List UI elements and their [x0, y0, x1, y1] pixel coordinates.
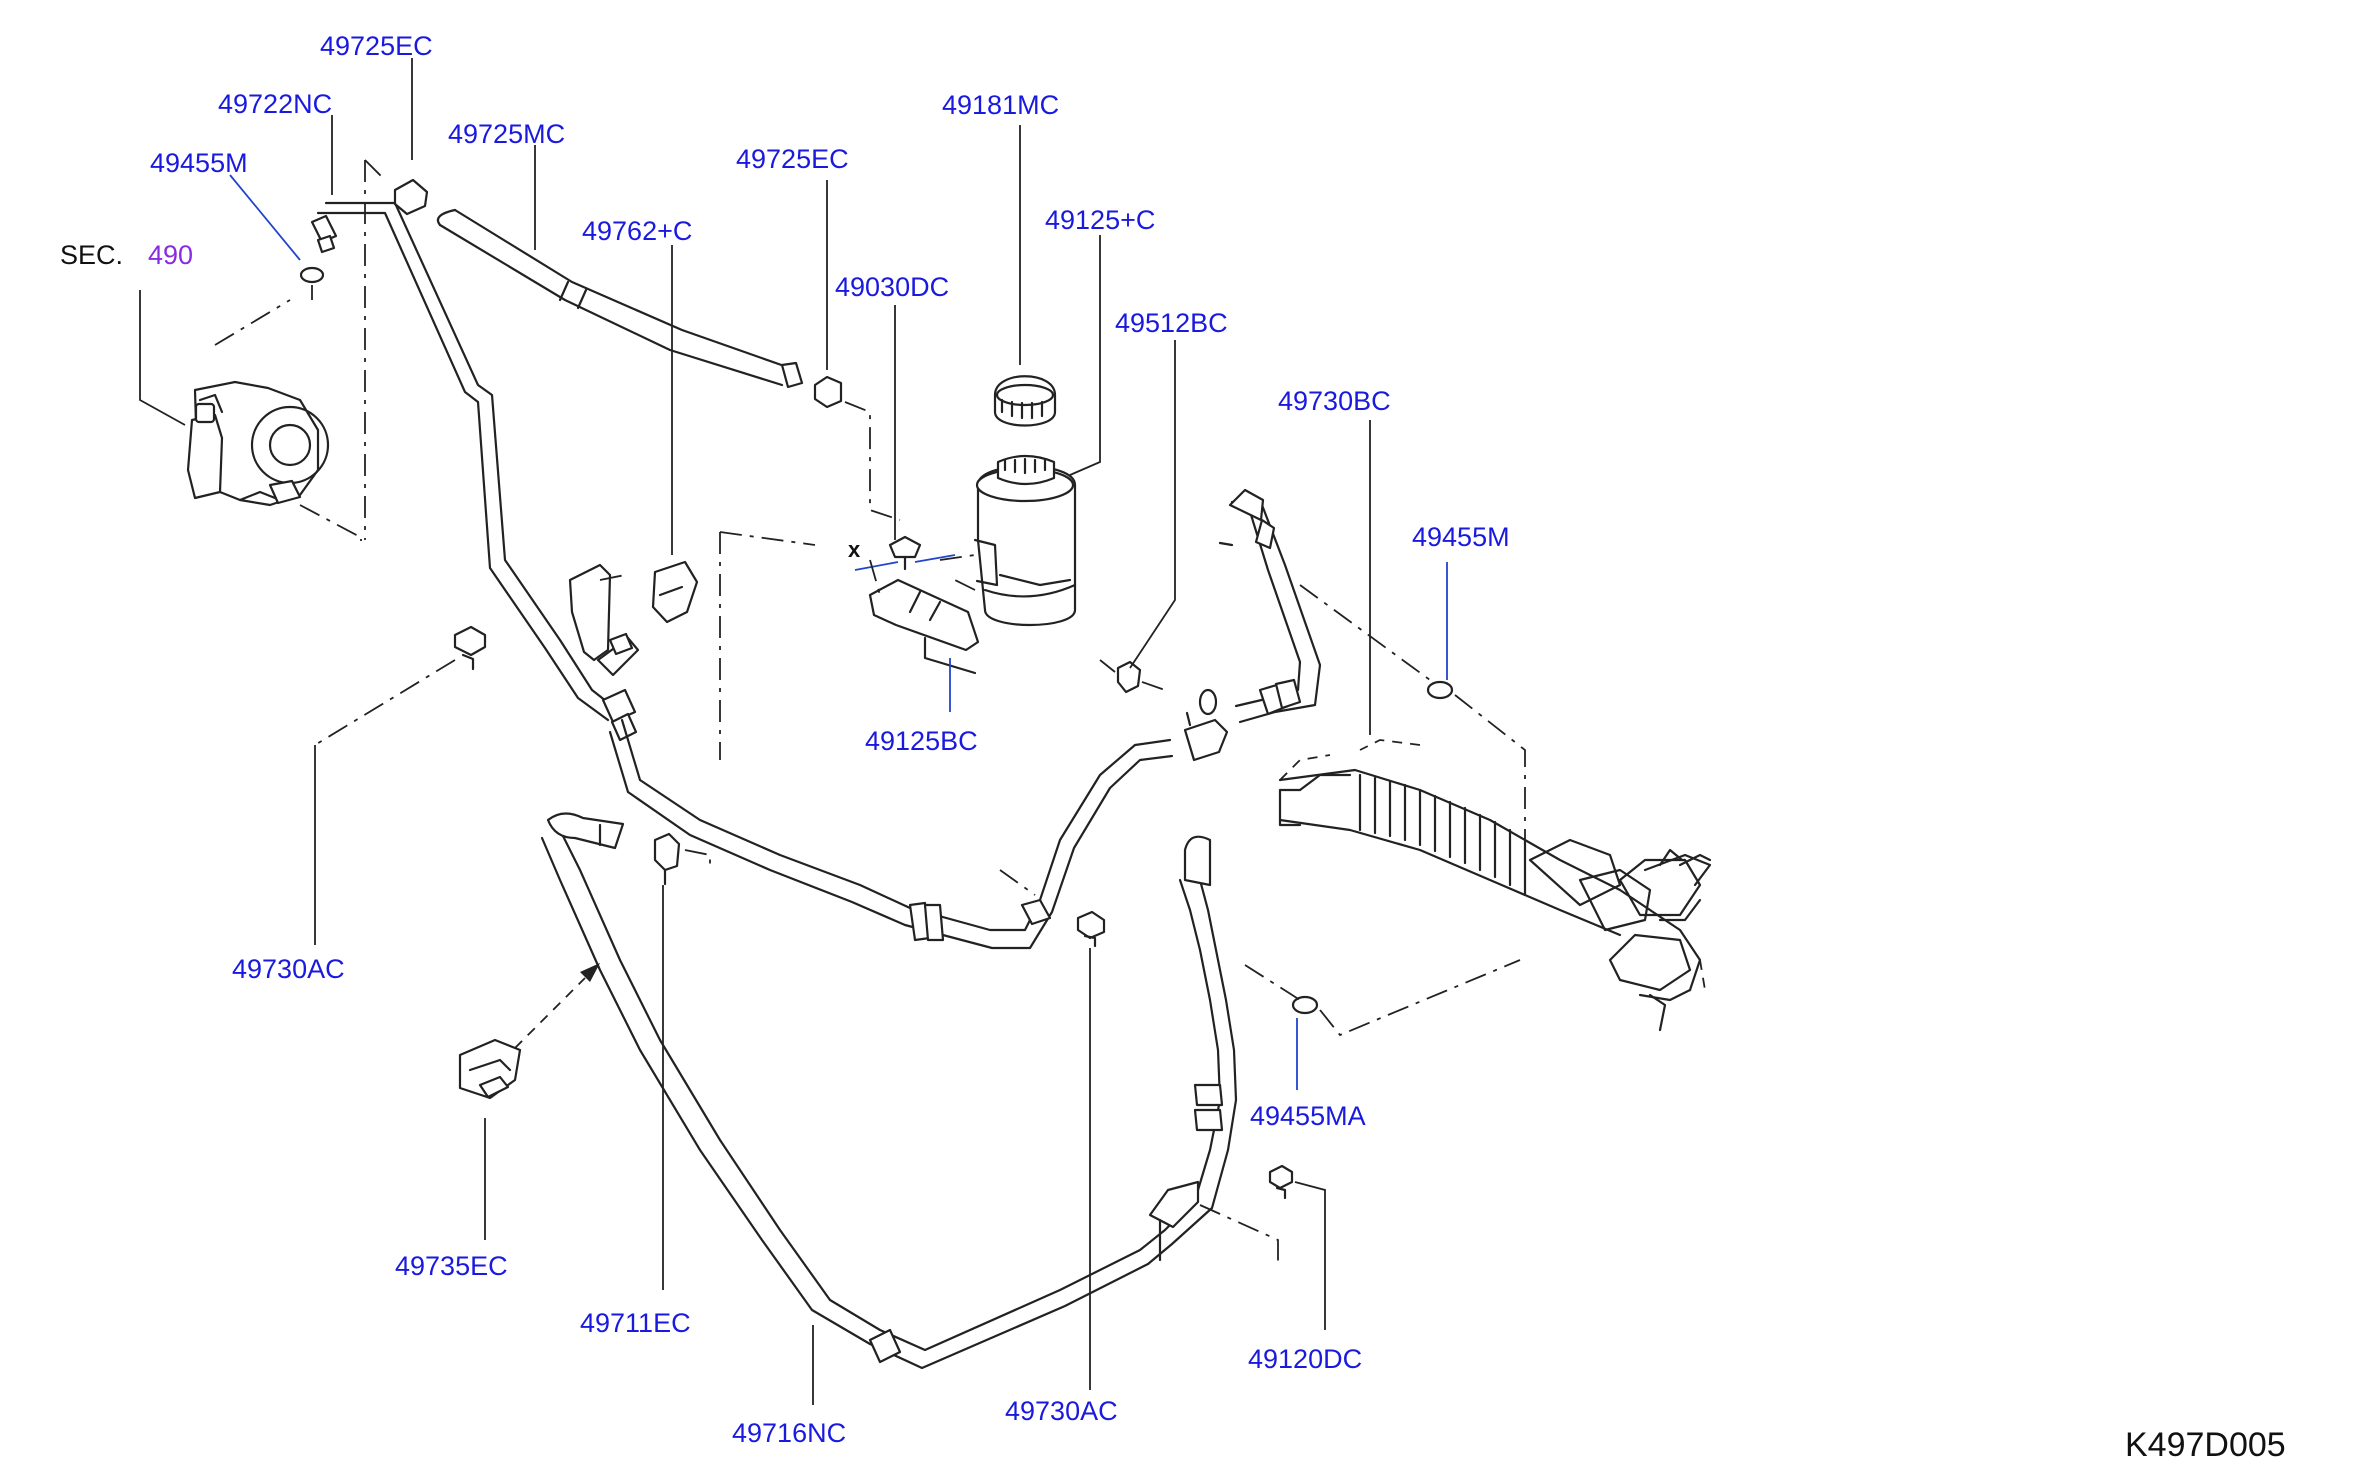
- bracket-assembly: [568, 560, 699, 677]
- part-label-49716nc: 49716NC: [732, 1418, 846, 1448]
- reservoir-bracket: [868, 578, 980, 675]
- return-hose: [436, 208, 804, 389]
- callout-x: x: [848, 537, 861, 562]
- return-hose-lower: [540, 812, 1279, 1370]
- diagram-code: K497D005: [2125, 1426, 2286, 1464]
- part-label-49711ec: 49711EC: [580, 1308, 691, 1338]
- sec-number-link[interactable]: 490: [148, 240, 193, 270]
- pressure-hose-lower: [608, 711, 1229, 950]
- leader-lines: [139, 58, 1448, 1405]
- part-label-49125c: 49125+C: [1045, 205, 1155, 235]
- sec-prefix: SEC.: [60, 240, 123, 270]
- reservoir: [973, 454, 1077, 627]
- part-label-49455m-left: 49455M: [150, 148, 248, 178]
- part-label-49730ac-bottom: 49730AC: [1005, 1396, 1118, 1426]
- part-label-49725ec-mid: 49725EC: [736, 144, 849, 174]
- part-label-49455m-right: 49455M: [1412, 522, 1510, 552]
- line-art: [139, 58, 1712, 1405]
- pressure-tube: [310, 201, 638, 742]
- labels: SEC. 490 49725EC 49722NC 49725MC 49455M …: [60, 31, 2286, 1464]
- return-hose-rack: [1218, 488, 1322, 724]
- part-label-49125bc: 49125BC: [865, 726, 978, 756]
- part-label-49722nc: 49722NC: [218, 89, 332, 119]
- part-label-49725mc: 49725MC: [448, 119, 565, 149]
- part-label-49120dc: 49120DC: [1248, 1344, 1362, 1374]
- hose-end-clamp: [458, 963, 600, 1100]
- power-steering-pump: [186, 380, 330, 507]
- steering-gear: [1278, 739, 1712, 1032]
- reservoir-cap: [993, 375, 1057, 427]
- part-label-49730ac-left: 49730AC: [232, 954, 345, 984]
- part-label-49030dc: 49030DC: [835, 272, 949, 302]
- part-label-49181mc: 49181MC: [942, 90, 1059, 120]
- part-label-49725ec-top: 49725EC: [320, 31, 433, 61]
- part-label-49730bc: 49730BC: [1278, 386, 1391, 416]
- part-label-49735ec: 49735EC: [395, 1251, 508, 1281]
- part-label-49455ma: 49455MA: [1250, 1101, 1366, 1131]
- part-label-49762c: 49762+C: [582, 216, 692, 246]
- part-label-49512bc: 49512BC: [1115, 308, 1228, 338]
